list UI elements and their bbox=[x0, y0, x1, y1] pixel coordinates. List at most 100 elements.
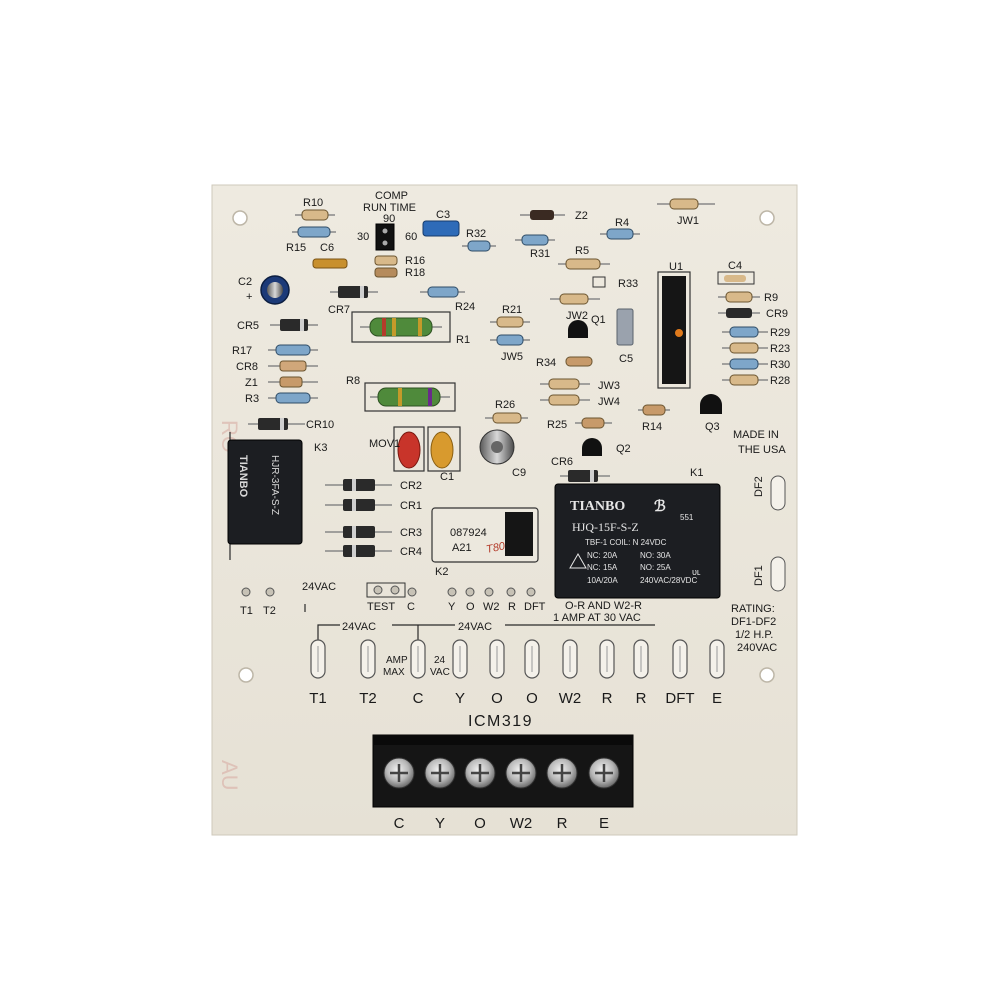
pin-t1-small[interactable]: T1 bbox=[240, 587, 253, 617]
relay-k3-brand: TIANBO bbox=[237, 455, 249, 498]
relay-k1-code: 551 bbox=[680, 513, 694, 522]
diode-cr3: CR3 bbox=[325, 526, 422, 539]
zener-z2: Z2 bbox=[520, 210, 588, 222]
label-cr2: CR2 bbox=[400, 480, 422, 492]
resistor-r26: R26 bbox=[485, 399, 528, 424]
terminal-screw-r[interactable] bbox=[546, 757, 578, 789]
label-z2: Z2 bbox=[575, 210, 588, 222]
label-cr1: CR1 bbox=[400, 500, 422, 512]
label-r8: R8 bbox=[346, 375, 360, 387]
label-t2-small: T2 bbox=[263, 605, 276, 617]
spade-label-dft: DFT bbox=[665, 690, 694, 707]
relay-k1-model: HJQ-15F-S-Z bbox=[572, 520, 639, 534]
run-time-30: 30 bbox=[357, 231, 369, 243]
label-k1: K1 bbox=[690, 467, 703, 479]
spade-terminal-y[interactable]: Y bbox=[452, 639, 468, 707]
terminal-label-w2: W2 bbox=[510, 815, 533, 832]
spade-terminal-row: T1 T2 C Y O O W2 R R DFT E bbox=[309, 639, 725, 707]
label-cr5: CR5 bbox=[237, 320, 259, 332]
label-cr10: CR10 bbox=[306, 419, 334, 431]
terminal-df2[interactable]: DF2 bbox=[753, 475, 786, 511]
terminal-df1[interactable]: DF1 bbox=[753, 556, 786, 592]
transistor-q1: Q1 bbox=[568, 314, 606, 338]
label-r5: R5 bbox=[575, 245, 589, 257]
label-pin-y: Y bbox=[448, 601, 456, 613]
rating-line-1: RATING: bbox=[731, 603, 775, 615]
relay-note-line-1: O-R AND W2-R bbox=[565, 600, 642, 612]
resistor-r16: R16 bbox=[374, 255, 425, 267]
label-r21: R21 bbox=[502, 304, 522, 316]
resistor-r34: R34 bbox=[536, 356, 593, 369]
terminal-screw-c[interactable] bbox=[383, 757, 415, 789]
run-time-90: 90 bbox=[383, 213, 395, 225]
spade-terminal-dft[interactable]: DFT bbox=[665, 639, 695, 707]
capacitor-c4: C4 bbox=[717, 260, 755, 285]
spade-terminal-w2[interactable]: W2 bbox=[559, 639, 582, 707]
resistor-r29: R29 bbox=[722, 326, 790, 339]
relay-k1-brand: TIANBO bbox=[570, 499, 625, 514]
ic-u1: U1 bbox=[657, 261, 691, 389]
terminal-screw-y[interactable] bbox=[424, 757, 456, 789]
label-r30: R30 bbox=[770, 359, 790, 371]
board-model-label: ICM319 bbox=[468, 713, 533, 730]
spade-terminal-r[interactable]: R bbox=[599, 639, 615, 707]
pin-t2-small[interactable]: T2 bbox=[263, 587, 276, 617]
label-r9: R9 bbox=[764, 292, 778, 304]
spade-terminal-t1[interactable]: T1 bbox=[309, 639, 327, 707]
resistor-r8: R8 bbox=[346, 375, 456, 412]
terminal-label-r: R bbox=[557, 815, 568, 832]
label-c3: C3 bbox=[436, 209, 450, 221]
spade-terminal-t2[interactable]: T2 bbox=[359, 639, 377, 707]
spade-terminal-r[interactable]: R bbox=[633, 639, 649, 707]
label-r23: R23 bbox=[770, 343, 790, 355]
pins-y-o-w2-r-dft[interactable]: Y O W2 R DFT bbox=[447, 587, 546, 613]
label-jw3: JW3 bbox=[598, 380, 620, 392]
label-24vac-upper-1: 24VAC bbox=[342, 621, 376, 633]
label-c6: C6 bbox=[320, 242, 334, 254]
spade-terminal-e[interactable]: E bbox=[709, 639, 725, 707]
relay-k1-rating2: 240VAC/28VDC bbox=[640, 576, 697, 585]
spade-label-w2: W2 bbox=[559, 690, 582, 707]
label-cr3: CR3 bbox=[400, 527, 422, 539]
spade-terminal-o[interactable]: O bbox=[489, 639, 505, 707]
resistor-r5: R5 bbox=[558, 245, 610, 270]
relay-k1-coil: TBF-1 COIL: N 24VDC bbox=[585, 538, 667, 547]
label-r1: R1 bbox=[456, 334, 470, 346]
made-in-line-1: MADE IN bbox=[733, 429, 779, 441]
pcb-edge-marking: AU bbox=[217, 760, 242, 791]
jumper-jw5: JW5 bbox=[490, 334, 530, 363]
resistor-r32: R32 bbox=[462, 228, 496, 252]
resistor-r28: R28 bbox=[722, 374, 790, 387]
label-r29: R29 bbox=[770, 327, 790, 339]
terminal-screw-e[interactable] bbox=[588, 757, 620, 789]
terminal-label-o: O bbox=[474, 815, 486, 832]
ul-mark-icon: ᴜʟ bbox=[692, 567, 701, 577]
label-r17: R17 bbox=[232, 345, 252, 357]
spade-terminal-o[interactable]: O bbox=[524, 639, 540, 707]
test-pins[interactable]: TEST bbox=[366, 582, 406, 613]
pin-c-small[interactable]: C bbox=[407, 587, 417, 613]
label-q3: Q3 bbox=[705, 421, 720, 433]
label-c5: C5 bbox=[619, 353, 633, 365]
jumper-jw4: JW4 bbox=[540, 394, 620, 408]
relay-k1-logo-icon: ℬ bbox=[654, 498, 666, 515]
warning-triangle-icon bbox=[569, 552, 587, 569]
spade-label-o: O bbox=[526, 690, 538, 707]
capacitor-c6: C6 bbox=[312, 242, 348, 269]
label-24vac-left: 24VAC bbox=[302, 581, 336, 593]
terminal-label-y: Y bbox=[435, 815, 445, 832]
terminal-screw-w2[interactable] bbox=[505, 757, 537, 789]
spade-label-r: R bbox=[636, 690, 647, 707]
diode-cr8: CR8 bbox=[236, 360, 318, 373]
resistor-r30: R30 bbox=[722, 358, 790, 371]
resistor-r33: R33 bbox=[592, 276, 638, 290]
terminal-screw-o[interactable] bbox=[464, 757, 496, 789]
run-time-jumper[interactable] bbox=[375, 223, 395, 251]
resistor-r15: R15 bbox=[286, 226, 336, 254]
resistor-r18: R18 bbox=[374, 267, 425, 279]
spade-terminal-c[interactable]: C bbox=[410, 639, 426, 707]
transistor-q2: Q2 bbox=[582, 438, 631, 456]
spade-label-y: Y bbox=[455, 690, 465, 707]
label-r26: R26 bbox=[495, 399, 515, 411]
